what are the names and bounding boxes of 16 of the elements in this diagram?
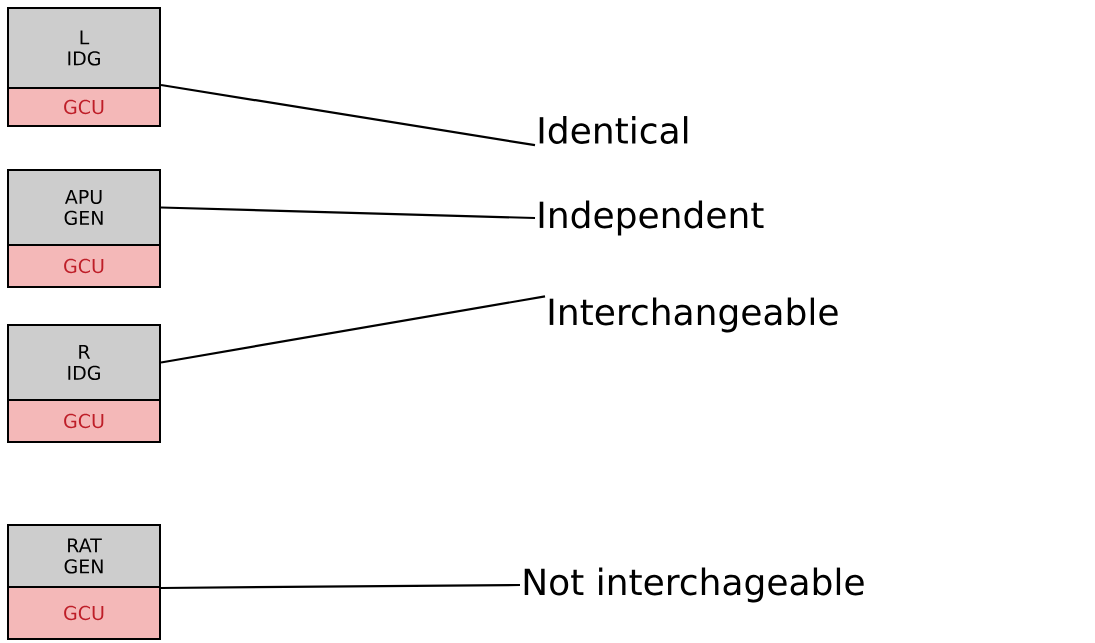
term-label: Not interchageable	[524, 567, 864, 603]
term-label: Interchangeable	[549, 297, 838, 333]
control-unit-box: GCU	[7, 399, 161, 443]
control-unit-box: GCU	[7, 244, 161, 288]
term-label: Identical	[539, 116, 688, 144]
connector-line	[161, 583, 520, 590]
control-unit-box: GCU	[7, 586, 161, 640]
unit-box: R IDG	[7, 324, 161, 401]
connector-line	[160, 83, 536, 147]
unit-box: L IDG	[7, 7, 161, 89]
unit-box: RAT GEN	[7, 524, 161, 588]
unit-box: APU GEN	[7, 169, 161, 246]
term-label: Independent	[539, 200, 764, 236]
control-unit-box: GCU	[7, 87, 161, 127]
connector-line	[160, 295, 546, 364]
connector-line	[160, 206, 536, 220]
